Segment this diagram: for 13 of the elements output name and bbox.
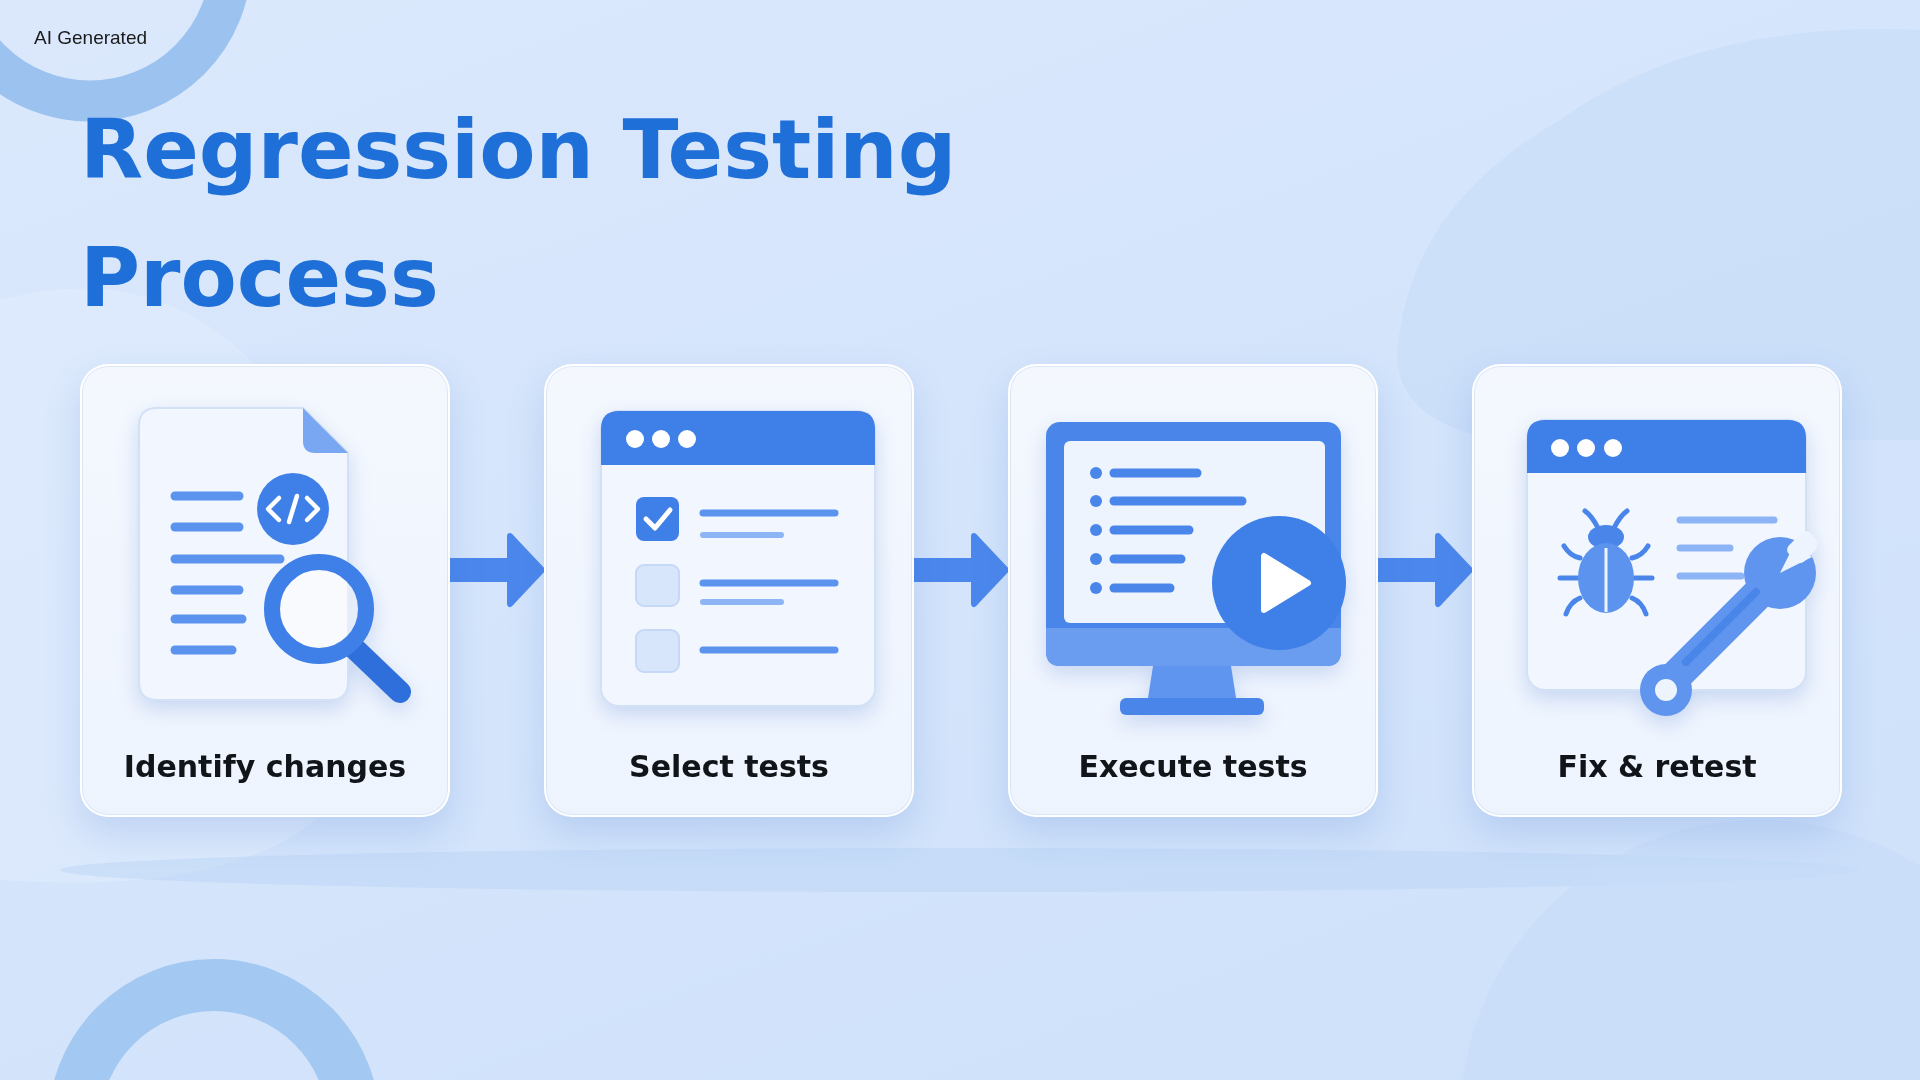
arrow <box>914 533 1009 607</box>
arrow <box>450 533 545 607</box>
step-label: Identify changes <box>122 748 408 786</box>
step-label: Fix & retest <box>1556 748 1758 786</box>
step-label: Select tests <box>628 748 830 786</box>
step-label: Execute tests <box>1077 748 1309 786</box>
corner-note: AI Generated <box>34 26 148 50</box>
arrow <box>1378 533 1473 607</box>
step-card <box>1008 364 1378 817</box>
step-card <box>1472 364 1842 817</box>
step-card <box>544 364 914 817</box>
diagram-title: Regression Testing Process <box>80 101 958 327</box>
step-card <box>80 364 450 817</box>
